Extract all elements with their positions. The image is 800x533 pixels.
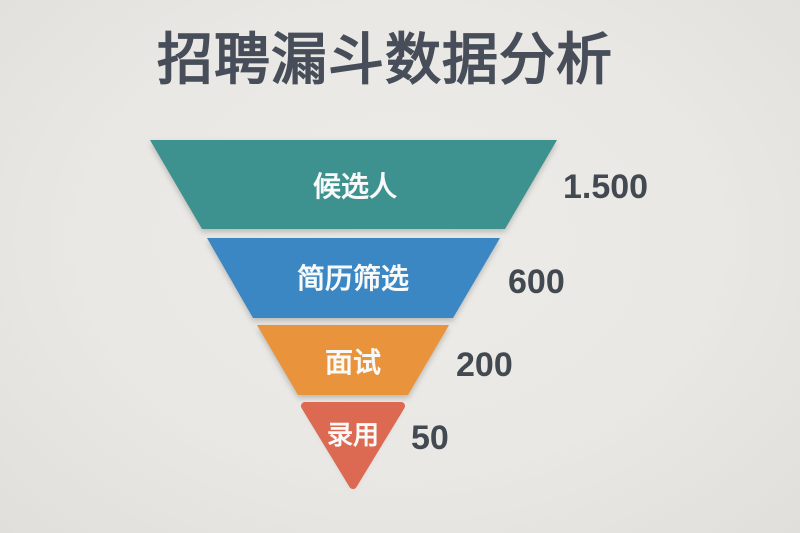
funnel-segment-candidates: 候选人 1.500 [150, 140, 648, 229]
segment-label-resume-screening: 简历筛选 [297, 262, 409, 294]
funnel-segment-hired-shape [305, 406, 401, 485]
segment-label-candidates: 候选人 [313, 171, 397, 202]
funnel-segment-resume-screening: 简历筛选 600 [207, 238, 565, 318]
segment-label-interview: 面试 [325, 347, 381, 378]
segment-value-hired: 50 [411, 419, 449, 457]
funnel-segment-interview: 面试 200 [257, 325, 513, 395]
segment-label-hired: 录用 [327, 420, 379, 450]
segment-value-candidates: 1.500 [563, 168, 648, 206]
funnel-segment-resume-screening-shape [207, 238, 500, 318]
chart-title: 招聘漏斗数据分析 [157, 28, 613, 91]
segment-value-resume-screening: 600 [508, 263, 565, 301]
funnel-segment-candidates-shape [150, 140, 557, 229]
segment-value-interview: 200 [456, 346, 513, 384]
funnel-segment-hired: 录用 50 [301, 402, 449, 489]
funnel-segment-interview-shape [257, 325, 449, 395]
funnel-segment-hired-shape-stroke [301, 402, 405, 489]
